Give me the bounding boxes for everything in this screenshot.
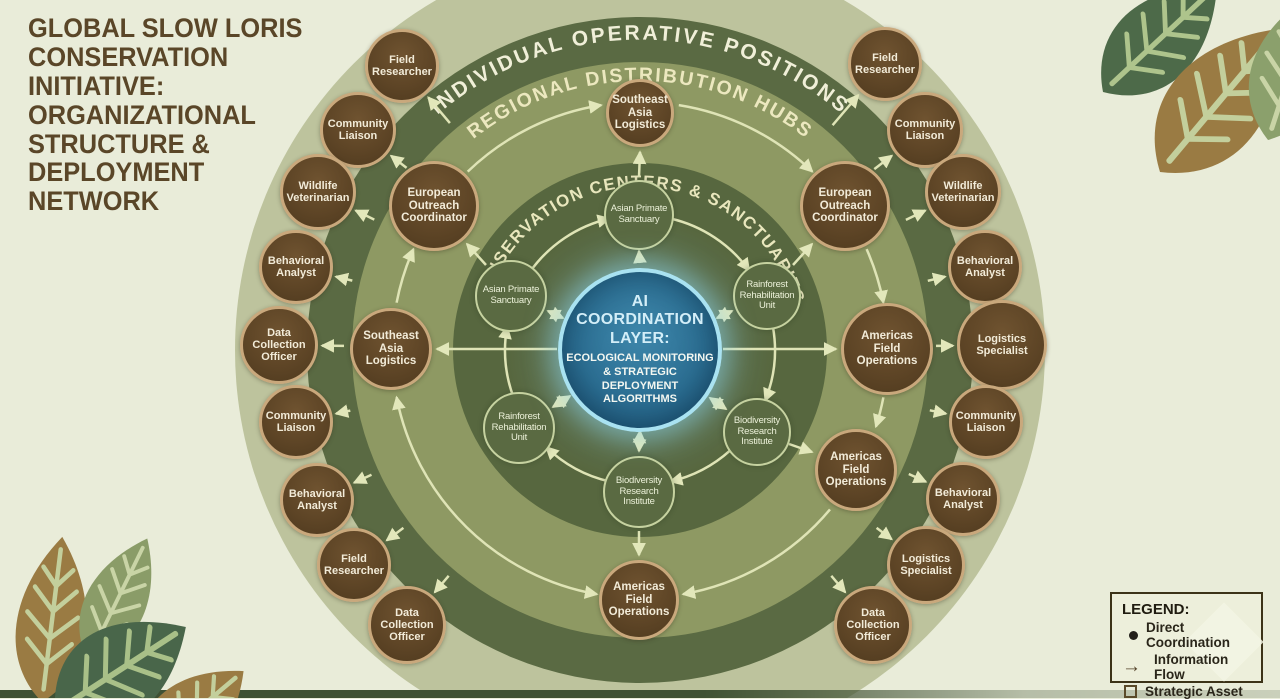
inner-node-label: Biodiversity Research Institute	[728, 416, 786, 448]
outer-node-label: Behavioral Analyst	[954, 255, 1016, 280]
page-title: GLOBAL SLOW LORIS CONSERVATION INITIATIV…	[28, 14, 352, 216]
title-line: GLOBAL SLOW LORIS	[28, 14, 352, 43]
hub-node-americas-field-operations: Americas Field Operations	[841, 303, 933, 395]
inner-node-label: Biodiversity Research Institute	[608, 476, 670, 508]
hub-node-label: European Outreach Coordinator	[806, 187, 884, 226]
outer-node-label: Field Researcher	[371, 54, 433, 79]
title-line: CONSERVATION INITIATIVE:	[28, 43, 352, 101]
top-right-leaves	[1075, 0, 1280, 203]
legend-item-direct-coordination: Direct Coordination	[1122, 620, 1251, 650]
legend-item-strategic-asset: Strategic Asset	[1122, 684, 1251, 699]
flow-arrow	[639, 431, 640, 451]
center-node-heading: AI COORDINATION LAYER:	[574, 293, 706, 348]
outer-node-field-researcher: Field Researcher	[365, 29, 439, 103]
title-line: STRUCTURE &	[28, 130, 352, 159]
inner-node-asian-primate-sanctuary: Asian Primate Sanctuary	[604, 180, 674, 250]
legend-item-label: Direct Coordination	[1146, 620, 1251, 650]
hub-node-label: European Outreach Coordinator	[395, 187, 473, 226]
flow-arrow	[639, 152, 640, 177]
legend-item-information-flow: → Information Flow	[1122, 652, 1251, 682]
outer-node-label: Community Liaison	[955, 410, 1017, 435]
outer-node-behavioral-analyst: Behavioral Analyst	[948, 230, 1022, 304]
outer-node-label: Field Researcher	[323, 553, 385, 578]
outer-node-label: Behavioral Analyst	[932, 487, 994, 512]
outer-node-community-liaison: Community Liaison	[949, 385, 1023, 459]
legend-title: LEGEND:	[1122, 601, 1251, 618]
inner-node-label: Rainforest Rehabilitation Unit	[738, 280, 796, 312]
outer-node-label: Wildlife Veterinarian	[931, 180, 995, 205]
outer-node-behavioral-analyst: Behavioral Analyst	[926, 462, 1000, 536]
inner-node-biodiversity-research-institute: Biodiversity Research Institute	[603, 456, 675, 528]
hub-node-label: Americas Field Operations	[605, 581, 673, 620]
hub-node-southeast-asia-logistics: Southeast Asia Logistics	[350, 308, 432, 390]
hub-node-southeast-asia-logistics: Southeast Asia Logistics	[606, 79, 674, 147]
hub-node-americas-field-operations: Americas Field Operations	[815, 429, 897, 511]
hub-node-label: Americas Field Operations	[847, 330, 927, 369]
outer-node-label: Behavioral Analyst	[286, 488, 348, 513]
outer-node-label: Data Collection Officer	[840, 607, 906, 644]
outer-node-label: Data Collection Officer	[374, 607, 440, 644]
inner-node-label: Rainforest Rehabilitation Unit	[488, 412, 550, 444]
outer-node-logistics-specialist: Logistics Specialist	[957, 300, 1047, 390]
outer-node-wildlife-veterinarian: Wildlife Veterinarian	[925, 154, 1001, 230]
hub-node-european-outreach-coordinator: European Outreach Coordinator	[800, 161, 890, 251]
legend: LEGEND: Direct Coordination → Informatio…	[1110, 592, 1263, 683]
inner-node-label: Asian Primate Sanctuary	[480, 285, 542, 306]
outer-node-label: Community Liaison	[265, 410, 327, 435]
flow-arrow	[639, 251, 640, 263]
outer-node-behavioral-analyst: Behavioral Analyst	[280, 463, 354, 537]
outer-node-field-researcher: Field Researcher	[848, 27, 922, 101]
outer-node-label: Logistics Specialist	[893, 553, 959, 578]
strategic-asset-square-icon	[1124, 685, 1137, 698]
outer-node-data-collection-officer: Data Collection Officer	[368, 586, 446, 664]
outer-node-field-researcher: Field Researcher	[317, 528, 391, 602]
ai-coordination-layer-node: AI COORDINATION LAYER: ECOLOGICAL MONITO…	[558, 268, 722, 432]
inner-node-biodiversity-research-institute: Biodiversity Research Institute	[723, 398, 791, 466]
title-line: DEPLOYMENT	[28, 158, 352, 187]
inner-node-rainforest-rehabilitation-unit: Rainforest Rehabilitation Unit	[733, 262, 801, 330]
legend-item-label: Information Flow	[1154, 652, 1251, 682]
outer-node-data-collection-officer: Data Collection Officer	[240, 306, 318, 384]
inner-node-label: Asian Primate Sanctuary	[609, 204, 669, 225]
title-line: NETWORK	[28, 187, 352, 216]
outer-node-label: Field Researcher	[854, 52, 916, 77]
outer-node-behavioral-analyst: Behavioral Analyst	[259, 230, 333, 304]
hub-node-european-outreach-coordinator: European Outreach Coordinator	[389, 161, 479, 251]
information-flow-arrow-icon: →	[1122, 659, 1146, 674]
outer-node-label: Community Liaison	[893, 118, 957, 143]
legend-item-label: Strategic Asset	[1145, 684, 1243, 699]
outer-node-logistics-specialist: Logistics Specialist	[887, 526, 965, 604]
hub-node-label: Americas Field Operations	[821, 451, 891, 490]
hub-node-americas-field-operations: Americas Field Operations	[599, 560, 679, 640]
outer-node-label: Data Collection Officer	[246, 327, 312, 364]
outer-node-community-liaison: Community Liaison	[259, 385, 333, 459]
center-node-subheading: ECOLOGICAL MONITORING & STRATEGIC DEPLOY…	[566, 352, 714, 407]
bottom-left-leaves	[7, 525, 266, 698]
inner-node-rainforest-rehabilitation-unit: Rainforest Rehabilitation Unit	[483, 392, 555, 464]
outer-node-label: Logistics Specialist	[963, 333, 1041, 358]
inner-node-asian-primate-sanctuary: Asian Primate Sanctuary	[475, 260, 547, 332]
hub-node-label: Southeast Asia Logistics	[612, 94, 668, 133]
title-line: ORGANIZATIONAL	[28, 101, 352, 130]
outer-node-data-collection-officer: Data Collection Officer	[834, 586, 912, 664]
direct-coordination-dot-icon	[1129, 631, 1138, 640]
hub-node-label: Southeast Asia Logistics	[356, 330, 426, 369]
outer-node-label: Behavioral Analyst	[265, 255, 327, 280]
